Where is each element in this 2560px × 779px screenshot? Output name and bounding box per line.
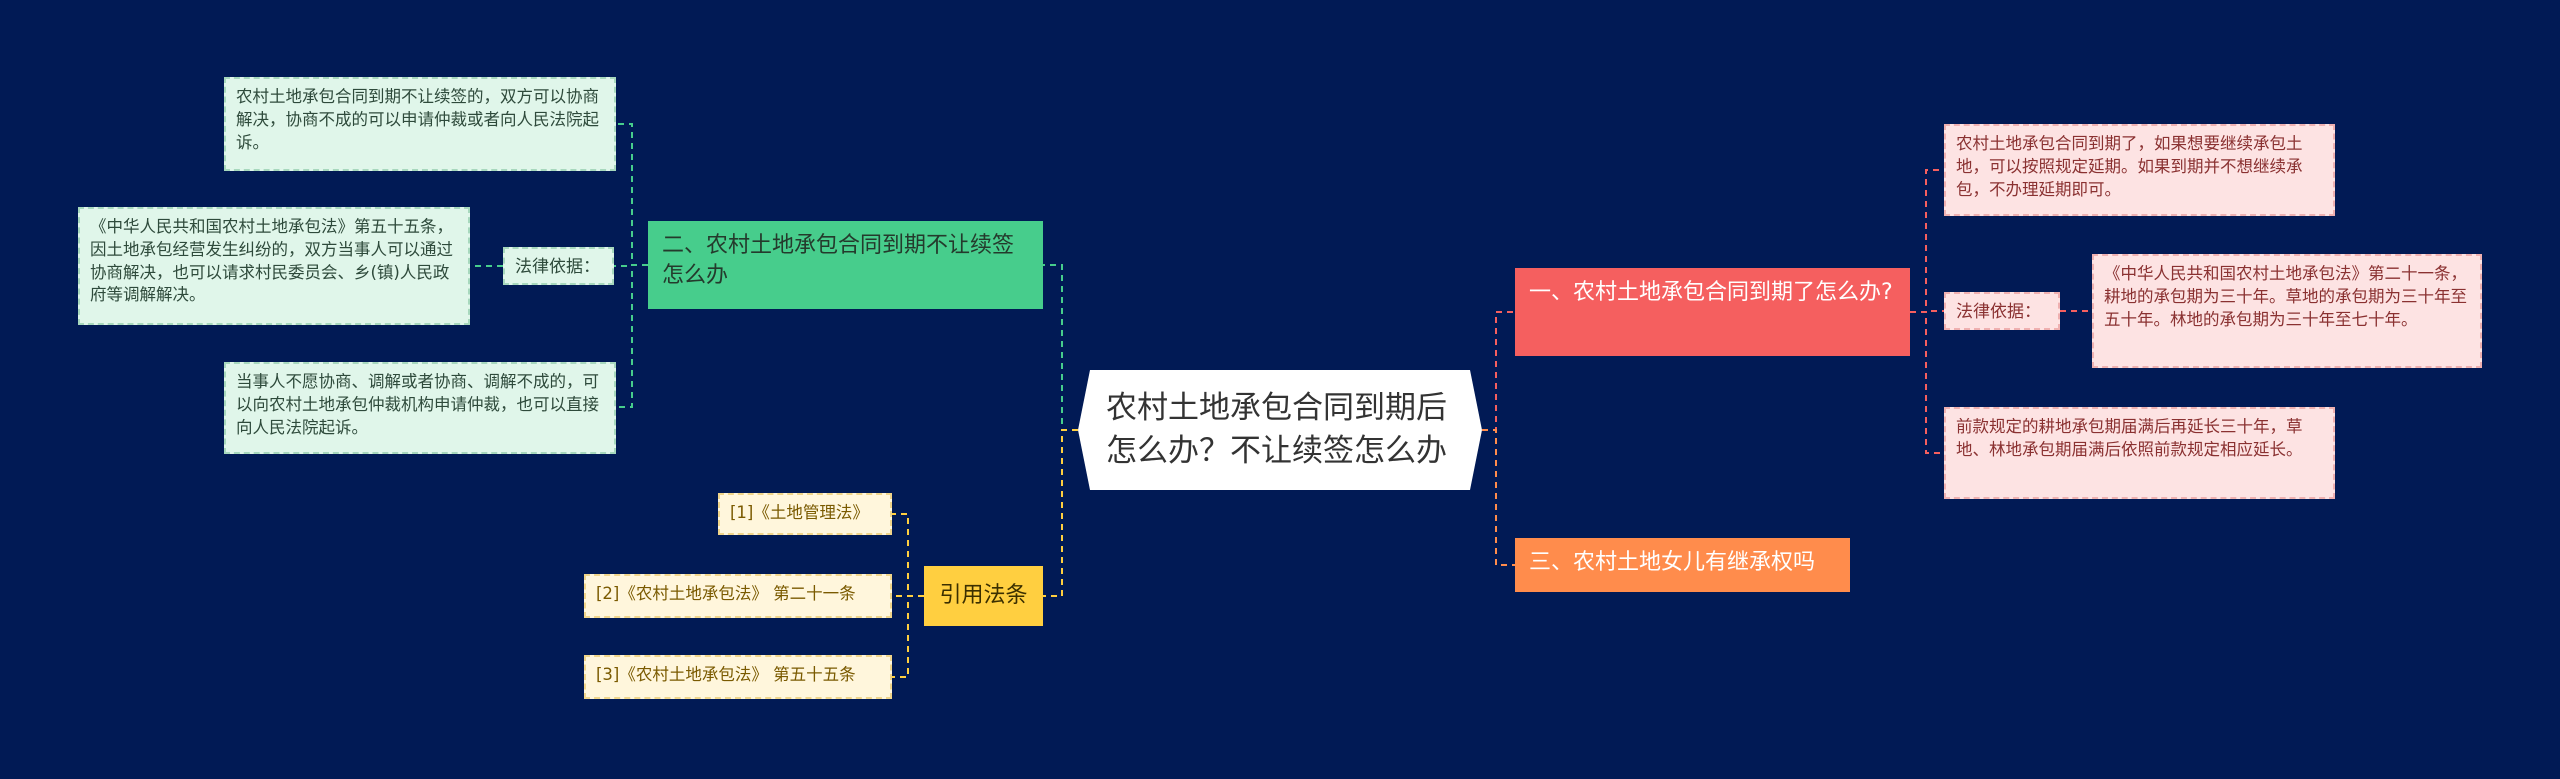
legal-basis-label-left[interactable]: 法律依据：	[503, 247, 614, 285]
link-citation-1	[892, 513, 924, 597]
link-branch2-leaf3	[616, 264, 648, 408]
link-root-citations	[1043, 429, 1078, 597]
link-root-branch3	[1482, 429, 1515, 566]
link-root-branch1	[1482, 311, 1515, 431]
citation-contract-law-art21[interactable]: [2]《农村土地承包法》 第二十一条	[584, 574, 892, 618]
legal-basis-detail-left[interactable]: 《中华人民共和国农村土地承包法》第五十五条，因土地承包经营发生纠纷的，双方当事人…	[78, 207, 470, 325]
leaf-term-extension[interactable]: 前款规定的耕地承包期届满后再延长三十年，草地、林地承包期届满后依照前款规定相应延…	[1944, 407, 2335, 499]
branch-contract-expired[interactable]: 一、农村土地承包合同到期了怎么办?	[1515, 268, 1910, 356]
citation-land-management-law[interactable]: [1]《土地管理法》	[718, 493, 892, 535]
leaf-negotiate-or-arbitrate[interactable]: 农村土地承包合同到期不让续签的，双方可以协商解决，协商不成的可以申请仲裁或者向人…	[224, 77, 616, 171]
branch-daughter-inheritance[interactable]: 三、农村土地女儿有继承权吗	[1515, 538, 1850, 592]
link-branch1-leaf3	[1910, 311, 1944, 454]
leaf-expired-renew[interactable]: 农村土地承包合同到期了，如果想要继续承包土地，可以按照规定延期。如果到期并不想继…	[1944, 124, 2335, 216]
citation-contract-law-art55[interactable]: [3]《农村土地承包法》 第五十五条	[584, 655, 892, 699]
branch-cited-laws[interactable]: 引用法条	[924, 566, 1043, 626]
root-topic[interactable]: 农村土地承包合同到期后怎么办？不让续签怎么办	[1078, 370, 1482, 490]
link-branch1-leaf1	[1910, 169, 1944, 313]
legal-basis-label-right[interactable]: 法律依据：	[1944, 292, 2060, 330]
leaf-court-or-arbitration[interactable]: 当事人不愿协商、调解或者协商、调解不成的，可以向农村土地承包仲裁机构申请仲裁，也…	[224, 362, 616, 454]
link-branch2-leaf1	[616, 123, 648, 266]
legal-basis-detail-right[interactable]: 《中华人民共和国农村土地承包法》第二十一条，耕地的承包期为三十年。草地的承包期为…	[2092, 254, 2482, 368]
link-root-branch2	[1043, 264, 1078, 431]
branch-not-renewed[interactable]: 二、农村土地承包合同到期不让续签怎么办	[648, 221, 1043, 309]
link-citation-3	[892, 595, 924, 678]
